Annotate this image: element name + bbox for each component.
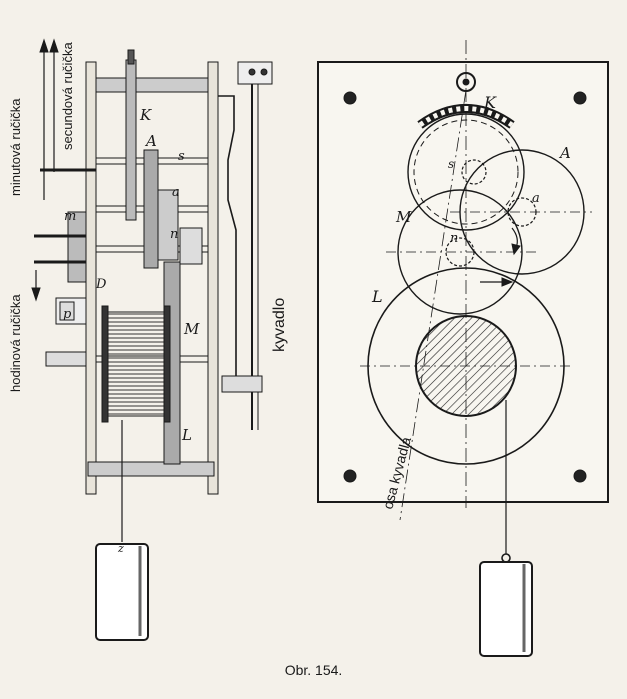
wheel-k [125, 59, 137, 221]
label-hodinova: hodinová ručička [8, 294, 23, 392]
label-side-D: D [95, 277, 107, 292]
label-side-m: m [64, 209, 76, 224]
wheel-a [143, 149, 159, 269]
label-secundova: secundová ručička [60, 42, 75, 150]
wheel-m-small [67, 211, 87, 283]
label-kyvadlo: kyvadlo [271, 298, 288, 352]
label-front-a: a [532, 191, 540, 206]
front-view [317, 40, 609, 657]
bottom-pillar [87, 461, 215, 477]
wheel-n [179, 227, 203, 265]
arrow-head-secundova [49, 38, 59, 53]
front-plate-outline [317, 61, 609, 503]
label-side-A: A [144, 132, 157, 150]
top-pillar [95, 77, 209, 93]
label-side-K: K [139, 106, 152, 124]
weight-left [95, 543, 149, 641]
barrel [105, 311, 167, 417]
p-inner [59, 301, 75, 321]
label-side-p: p [63, 307, 72, 322]
barrel-front [415, 315, 517, 417]
wheel-escape [407, 113, 525, 231]
pinion-a-front [507, 197, 537, 227]
label-side-L: L [181, 426, 192, 444]
weight-right [479, 561, 533, 657]
front-plate [85, 61, 97, 495]
escapement-pin [127, 49, 135, 65]
back-plate [207, 61, 219, 495]
figure-caption: Obr. 154. [284, 662, 343, 678]
screw-bottom-left [343, 469, 357, 483]
label-side-a: a [172, 185, 180, 200]
pinion-a [157, 189, 179, 261]
label-side-n: n [170, 227, 178, 242]
label-side-M: M [183, 320, 200, 338]
barrel-flange-right [163, 305, 171, 423]
pendulum-axis [399, 89, 467, 521]
label-side-z: z [117, 542, 124, 555]
arrow-head-minutova [39, 38, 49, 53]
pinion-s-front [461, 159, 487, 185]
label-side-s: s [178, 149, 185, 164]
barrel-flange-left [101, 305, 109, 423]
label-front-n: n [450, 231, 458, 246]
label-front-M: M [395, 208, 412, 226]
escapement-pivot [456, 72, 476, 92]
arrow-head-hodinova [31, 287, 41, 302]
crutch [218, 95, 244, 391]
label-front-K: K [483, 93, 497, 112]
pendulum-bob-link [221, 375, 263, 393]
screw-top-right [573, 91, 587, 105]
label-minutova: minutová ručička [8, 98, 23, 196]
label-front-L: L [371, 287, 383, 306]
screw-top-left [343, 91, 357, 105]
winding-shaft [45, 351, 87, 367]
label-front-A: A [558, 144, 571, 162]
label-front-s: s [448, 157, 454, 171]
screw-bottom-right [573, 469, 587, 483]
pinion-n-front [445, 237, 475, 267]
side-view [31, 38, 273, 641]
